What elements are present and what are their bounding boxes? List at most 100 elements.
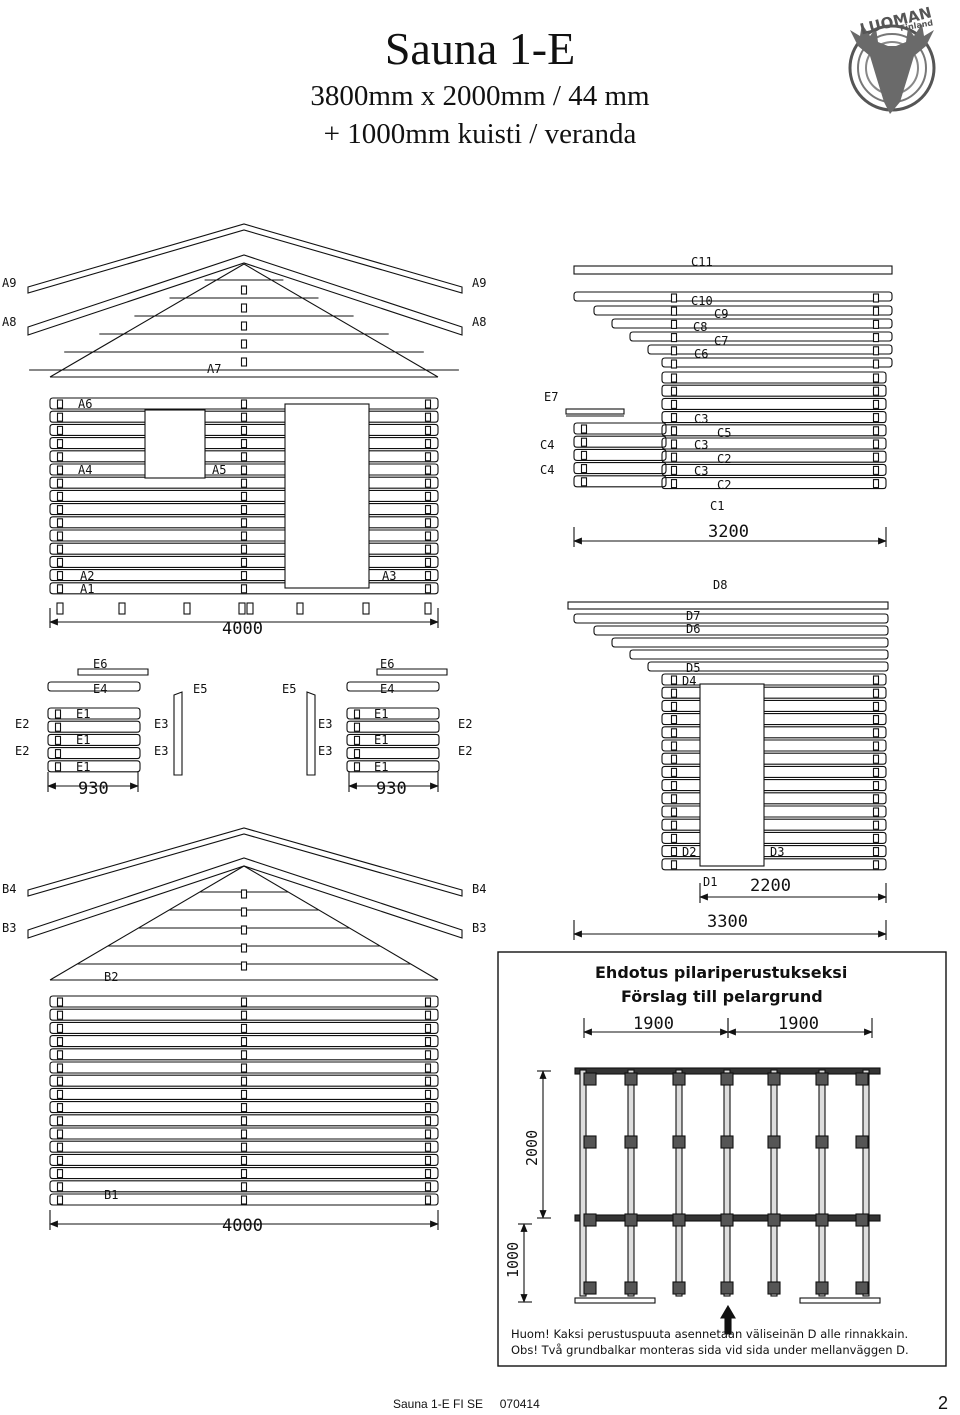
dowel-peg bbox=[240, 1063, 248, 1073]
dowel-peg bbox=[56, 997, 64, 1007]
pier-block bbox=[815, 1281, 829, 1295]
dowel-peg bbox=[56, 1195, 64, 1205]
dowel-peg bbox=[872, 346, 880, 356]
log-course bbox=[49, 995, 439, 1008]
top-step-log bbox=[661, 357, 893, 368]
foundation-peg bbox=[296, 602, 304, 615]
label-e4-right: E4 bbox=[380, 682, 394, 696]
window-opening bbox=[144, 409, 206, 479]
dowel-peg bbox=[872, 833, 880, 843]
foundation-peg bbox=[56, 602, 64, 615]
floor-joist bbox=[770, 1069, 778, 1297]
dowel-peg bbox=[670, 847, 678, 857]
board-e7 bbox=[565, 408, 625, 415]
dim-span-left: 1900 bbox=[633, 1014, 674, 1034]
foundation-peg bbox=[424, 602, 432, 615]
dowel-peg bbox=[580, 450, 588, 460]
label-c2-a: C2 bbox=[717, 452, 731, 466]
dowel-peg bbox=[353, 762, 361, 772]
wall-d-elevation bbox=[567, 601, 889, 940]
pier-block bbox=[720, 1213, 734, 1227]
dowel-peg bbox=[424, 1010, 432, 1020]
dowel-peg bbox=[240, 961, 248, 971]
label-a1: A1 bbox=[80, 582, 94, 596]
dowel-peg bbox=[580, 424, 588, 434]
roof-board-b4 bbox=[27, 827, 463, 897]
wall-b-elevation bbox=[27, 827, 463, 1230]
dowel-peg bbox=[424, 478, 432, 488]
dowel-peg bbox=[56, 465, 64, 475]
label-c11: C11 bbox=[691, 255, 713, 269]
dowel-peg bbox=[424, 425, 432, 435]
dowel-peg bbox=[424, 544, 432, 554]
dowel-peg bbox=[872, 413, 880, 423]
label-c8: C8 bbox=[693, 320, 707, 334]
log-course bbox=[49, 1087, 439, 1100]
dowel-peg bbox=[872, 675, 880, 685]
dowel-peg bbox=[872, 479, 880, 489]
log-course bbox=[661, 726, 887, 739]
dowel-peg bbox=[424, 1023, 432, 1033]
dowel-peg bbox=[872, 847, 880, 857]
dowel-peg bbox=[872, 293, 880, 303]
dowel-peg bbox=[240, 339, 248, 349]
dowel-peg bbox=[670, 688, 678, 698]
dowel-peg bbox=[670, 386, 678, 396]
size-subtitle: 3800mm x 2000mm / 44 mm bbox=[310, 80, 650, 112]
log-e1 bbox=[346, 707, 440, 720]
log-course bbox=[49, 542, 439, 555]
door-opening bbox=[699, 683, 765, 867]
top-board-c11 bbox=[573, 265, 893, 275]
dowel-peg bbox=[240, 505, 248, 515]
dowel-peg bbox=[240, 531, 248, 541]
label-e5-right: E5 bbox=[282, 682, 296, 696]
dowel-peg bbox=[240, 1142, 248, 1152]
board-e6 bbox=[376, 668, 448, 676]
dowel-peg bbox=[670, 675, 678, 685]
porch-log bbox=[573, 435, 667, 448]
dowel-peg bbox=[670, 373, 678, 383]
label-e4-left: E4 bbox=[93, 682, 107, 696]
label-a7: A7 bbox=[207, 362, 221, 376]
log-course bbox=[49, 423, 439, 436]
pier-block bbox=[672, 1213, 686, 1227]
dowel-peg bbox=[240, 465, 248, 475]
dowel-peg bbox=[240, 889, 248, 899]
label-a9-right: A9 bbox=[472, 276, 486, 290]
foundation-title-fi: Ehdotus pilariperustukseksi bbox=[595, 963, 847, 982]
floor-joist bbox=[723, 1069, 731, 1297]
dowel-peg bbox=[424, 1142, 432, 1152]
wall-a-elevation bbox=[27, 223, 463, 628]
dowel-peg bbox=[56, 1129, 64, 1139]
pier-block bbox=[624, 1281, 638, 1295]
pier-block bbox=[855, 1072, 869, 1086]
dowel-peg bbox=[240, 285, 248, 295]
log-course bbox=[661, 371, 887, 384]
pier-block bbox=[855, 1281, 869, 1295]
dowel-peg bbox=[424, 531, 432, 541]
dowel-peg bbox=[424, 1050, 432, 1060]
label-c3-a: C3 bbox=[694, 412, 708, 426]
foundation-peg bbox=[362, 602, 370, 615]
log-course bbox=[661, 858, 887, 871]
dowel-peg bbox=[872, 452, 880, 462]
floor-joist bbox=[675, 1069, 683, 1297]
label-e3-r1: E3 bbox=[318, 717, 332, 731]
dowel-peg bbox=[56, 1116, 64, 1126]
log-course bbox=[49, 1114, 439, 1127]
dowel-peg bbox=[240, 1155, 248, 1165]
pier-block bbox=[720, 1281, 734, 1295]
log-course bbox=[49, 1193, 439, 1206]
dowel-peg bbox=[240, 518, 248, 528]
dim-wall-c: 3200 bbox=[708, 522, 749, 542]
dowel-peg bbox=[56, 478, 64, 488]
log-course bbox=[49, 1048, 439, 1061]
dim-wall-d-inner: 2200 bbox=[750, 876, 791, 896]
dim-wall-a: 4000 bbox=[222, 619, 263, 639]
dowel-peg bbox=[56, 571, 64, 581]
gable-edge bbox=[49, 865, 245, 981]
dowel-peg bbox=[56, 1142, 64, 1152]
dowel-peg bbox=[872, 820, 880, 830]
label-c3-c: C3 bbox=[694, 464, 708, 478]
label-a6: A6 bbox=[78, 397, 92, 411]
